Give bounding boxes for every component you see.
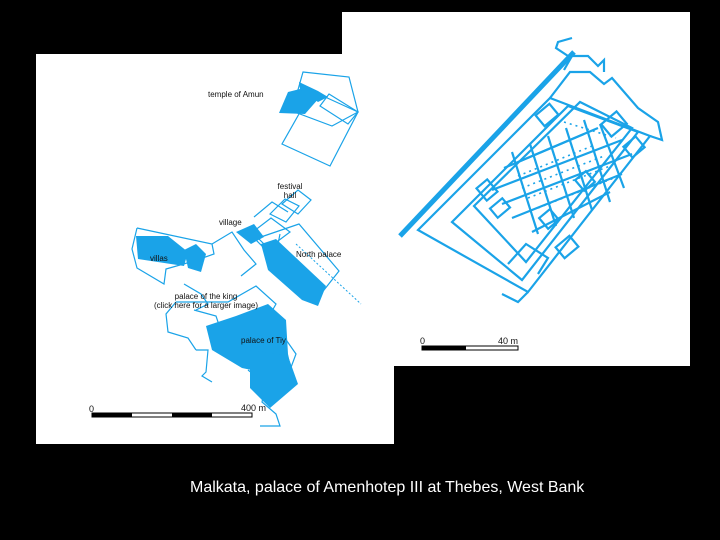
palace-scale-start-label: 0: [420, 336, 426, 346]
palace-causeway: [398, 50, 576, 238]
palace-plan-panel[interactable]: 0 40 m: [342, 12, 690, 366]
village-block: [236, 224, 264, 244]
palace-plan-drawing: [398, 36, 664, 351]
label-north-palace: North palace: [296, 250, 342, 259]
palace-scale-bar: [421, 345, 519, 351]
site-scale-bar: [91, 412, 253, 418]
label-festival-hall-line1: festival: [277, 182, 303, 191]
palace-scale-end-label: 40 m: [498, 336, 519, 346]
palace-plan-walls: [416, 36, 664, 304]
label-temple-of-amun: temple of Amun: [208, 90, 264, 99]
label-festival-hall-line2: hall: [283, 191, 297, 200]
site-plan-drawing: [91, 71, 362, 427]
label-villas: villas: [150, 254, 168, 263]
site-scale-end-label: 400 m: [241, 403, 267, 413]
villas-block: [136, 236, 188, 266]
temple-of-amun-cap: [299, 82, 328, 102]
temple-of-amun-outline: [281, 71, 359, 167]
larger-image-link[interactable]: (click here for a larger image): [153, 301, 259, 310]
site-scale-start-label: 0: [89, 404, 95, 414]
palace-of-tiy-block: [250, 350, 298, 408]
label-palace-of-tiy: palace of Tiy: [241, 336, 286, 345]
label-festival-hall: festival hall: [272, 182, 308, 200]
label-village: village: [219, 218, 242, 227]
palace-column-dots: [517, 121, 617, 209]
festival-hall-outline: [249, 189, 312, 251]
axis-dotted-line: [295, 243, 362, 305]
label-palace-of-the-king[interactable]: palace of the king: [174, 292, 238, 301]
villas-block-2: [184, 244, 206, 272]
site-plan-panel[interactable]: temple of Amun festival hall village vil…: [36, 54, 394, 444]
slide-caption: Malkata, palace of Amenhotep III at Theb…: [190, 479, 585, 496]
north-palace-block: [261, 239, 326, 306]
